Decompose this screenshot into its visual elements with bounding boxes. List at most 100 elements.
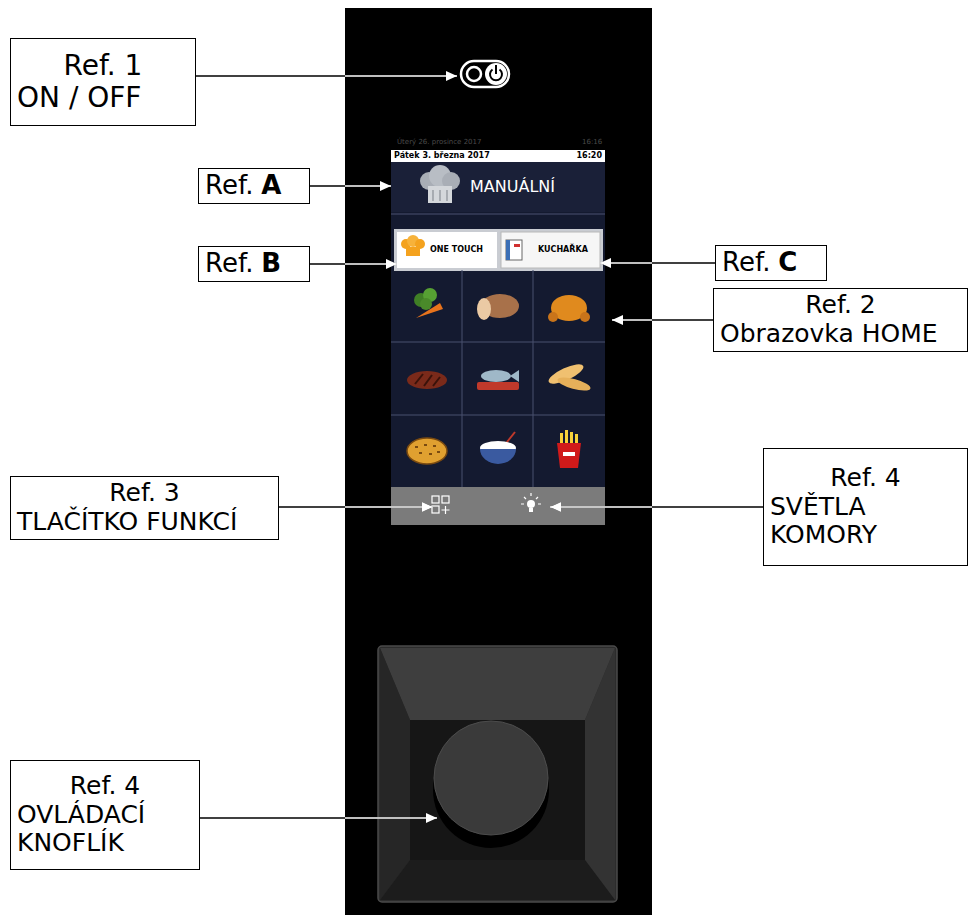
arrow-head xyxy=(422,502,433,512)
broccoli xyxy=(420,298,432,310)
book-mark xyxy=(514,244,520,247)
bowl xyxy=(480,449,516,464)
hat-band xyxy=(428,186,452,203)
chicken-icon xyxy=(548,295,590,322)
callout-box: Ref. 4SVĚTLA KOMORY xyxy=(763,448,968,566)
heading-text: Pátek 3. března 2017 xyxy=(394,150,490,162)
divider xyxy=(391,214,605,215)
body-text: C xyxy=(778,248,797,278)
bevel-right xyxy=(585,648,615,900)
arrow-head xyxy=(422,502,433,512)
plate xyxy=(477,382,519,390)
body-text: OVLÁDACÍ KNOFLÍK xyxy=(17,801,193,859)
grid-line xyxy=(462,270,463,487)
arrow-head xyxy=(386,259,397,269)
power-ring xyxy=(467,67,481,81)
pie-icon xyxy=(407,438,447,464)
plus xyxy=(442,506,450,514)
tab-cookbook xyxy=(501,232,600,268)
recess xyxy=(410,720,585,860)
bulb-base xyxy=(529,508,533,512)
fries-label xyxy=(563,452,575,456)
screen xyxy=(391,150,605,525)
hat-lines xyxy=(433,190,447,201)
bevel-top xyxy=(380,648,615,720)
connector-arrow xyxy=(600,258,715,268)
book-spine xyxy=(506,240,510,260)
body-text: SVĚTLA KOMORY xyxy=(770,493,961,551)
book xyxy=(506,240,522,260)
knob-housing xyxy=(378,646,617,902)
connector-line xyxy=(345,817,437,819)
leader-line xyxy=(612,315,713,325)
heading-text: MANUÁLNÍ xyxy=(470,162,555,212)
arrow-head xyxy=(600,258,611,268)
arrow-head xyxy=(446,71,457,81)
heading-text: ONE TOUCH xyxy=(430,232,483,268)
heading-text: Ref. 3 xyxy=(109,479,179,508)
heading-text: Ref. xyxy=(722,248,770,278)
callout-box: Ref. 4OVLÁDACÍ KNOFLÍK xyxy=(10,760,200,870)
callout-box: Ref. 2Obrazovka HOME xyxy=(713,288,968,352)
tab-button: ONE TOUCH xyxy=(397,232,497,268)
heading-text: Ref. xyxy=(205,171,253,201)
callout-box: Ref.B xyxy=(198,246,310,282)
power-button xyxy=(485,63,507,85)
tab-button: KUCHAŘKA xyxy=(501,232,600,268)
roast-slice xyxy=(477,298,491,320)
bulb xyxy=(527,500,535,508)
bread-icon xyxy=(546,361,591,394)
grid-line xyxy=(391,342,605,343)
arrow-head xyxy=(380,181,391,191)
status-bar-text: Pátek 3. března 2017 16:20 xyxy=(391,150,605,162)
rice-icon xyxy=(480,432,516,464)
body-text: 16:20 xyxy=(577,150,602,162)
callout-box: Ref. A xyxy=(198,168,310,204)
panel-housing xyxy=(345,8,652,915)
chicken-leg xyxy=(548,312,558,322)
body-text: A xyxy=(261,171,281,201)
steak xyxy=(407,371,447,389)
connector-line xyxy=(310,263,397,265)
connector-line xyxy=(279,506,433,508)
bevel-bottom xyxy=(380,860,615,900)
heading-text: Ref. xyxy=(205,249,253,279)
connector-line xyxy=(550,506,763,508)
arrow-head xyxy=(380,181,391,191)
power-icon xyxy=(461,61,509,87)
functions-icon xyxy=(432,496,450,514)
tab-frame xyxy=(394,229,603,271)
bottom-bar xyxy=(391,487,605,525)
vegetables-icon xyxy=(414,288,443,318)
leader-line xyxy=(196,71,457,81)
header-band: MANUÁLNÍ xyxy=(391,162,605,212)
connector-line xyxy=(612,319,713,321)
connector-line xyxy=(200,817,437,819)
connector-line xyxy=(196,75,457,77)
cookbook-icon xyxy=(506,240,522,260)
chef-hat-icon xyxy=(420,165,460,203)
heading-text: Ref. 4 xyxy=(70,772,140,801)
arrow-head xyxy=(386,259,397,269)
one-touch-icon xyxy=(401,235,425,256)
arrow-head xyxy=(426,813,437,823)
arrow-head xyxy=(446,71,457,81)
connector-arrow xyxy=(310,259,397,269)
heading-text: Ref. 4 xyxy=(830,464,900,493)
square xyxy=(432,496,439,503)
roast-icon xyxy=(477,294,519,320)
power-outline xyxy=(461,61,509,87)
leader-line xyxy=(279,502,433,512)
callout-box: Ref. 3TLAČÍTKO FUNKCÍ xyxy=(10,476,279,540)
fish-tail xyxy=(510,370,519,382)
pie xyxy=(407,438,447,464)
square xyxy=(442,496,449,503)
arrow-head xyxy=(600,258,611,268)
callout-box: Ref. C xyxy=(715,245,827,281)
connector-line xyxy=(345,75,457,77)
connector-line xyxy=(345,506,433,508)
leader-line xyxy=(200,813,437,823)
power-symbol xyxy=(495,65,497,74)
body-text: ON / OFF xyxy=(17,82,141,114)
